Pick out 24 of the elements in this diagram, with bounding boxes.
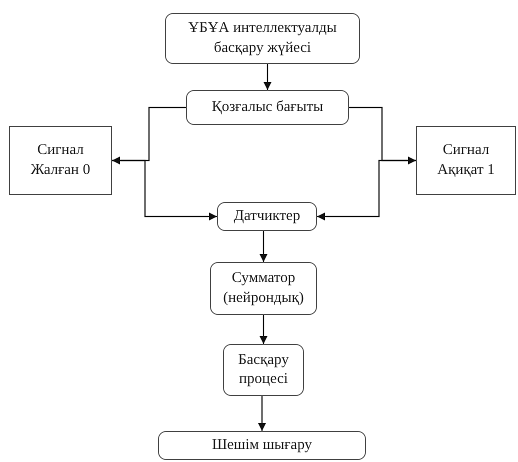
box-label: Датчиктер [234, 206, 300, 226]
signal-box [416, 126, 516, 195]
signal-box [9, 126, 112, 195]
process-box [186, 90, 349, 125]
box-label: Шешім шығару [212, 436, 312, 455]
arrow [349, 106, 416, 164]
box-label: Сумматор (нейрондық) [222, 269, 305, 308]
arrow [260, 231, 268, 262]
process-box [217, 202, 317, 231]
process-box [158, 431, 366, 460]
box-label: Сигнал Жалған 0 [30, 141, 92, 180]
process-box [223, 344, 304, 396]
arrow [260, 315, 268, 344]
box-label: Сигнал Ақиқат 1 [436, 141, 496, 180]
arrow [112, 106, 186, 164]
box-label: ҰБҰА интеллектуалды басқару жүйесі [187, 19, 338, 58]
box-label: Басқару процесі [237, 350, 290, 389]
arrow [258, 396, 266, 431]
process-box [165, 13, 360, 64]
process-box [210, 262, 317, 315]
arrow [264, 64, 272, 90]
arrow [317, 160, 416, 220]
box-label: Қозғалыс бағыты [212, 98, 324, 117]
arrow [112, 160, 217, 220]
